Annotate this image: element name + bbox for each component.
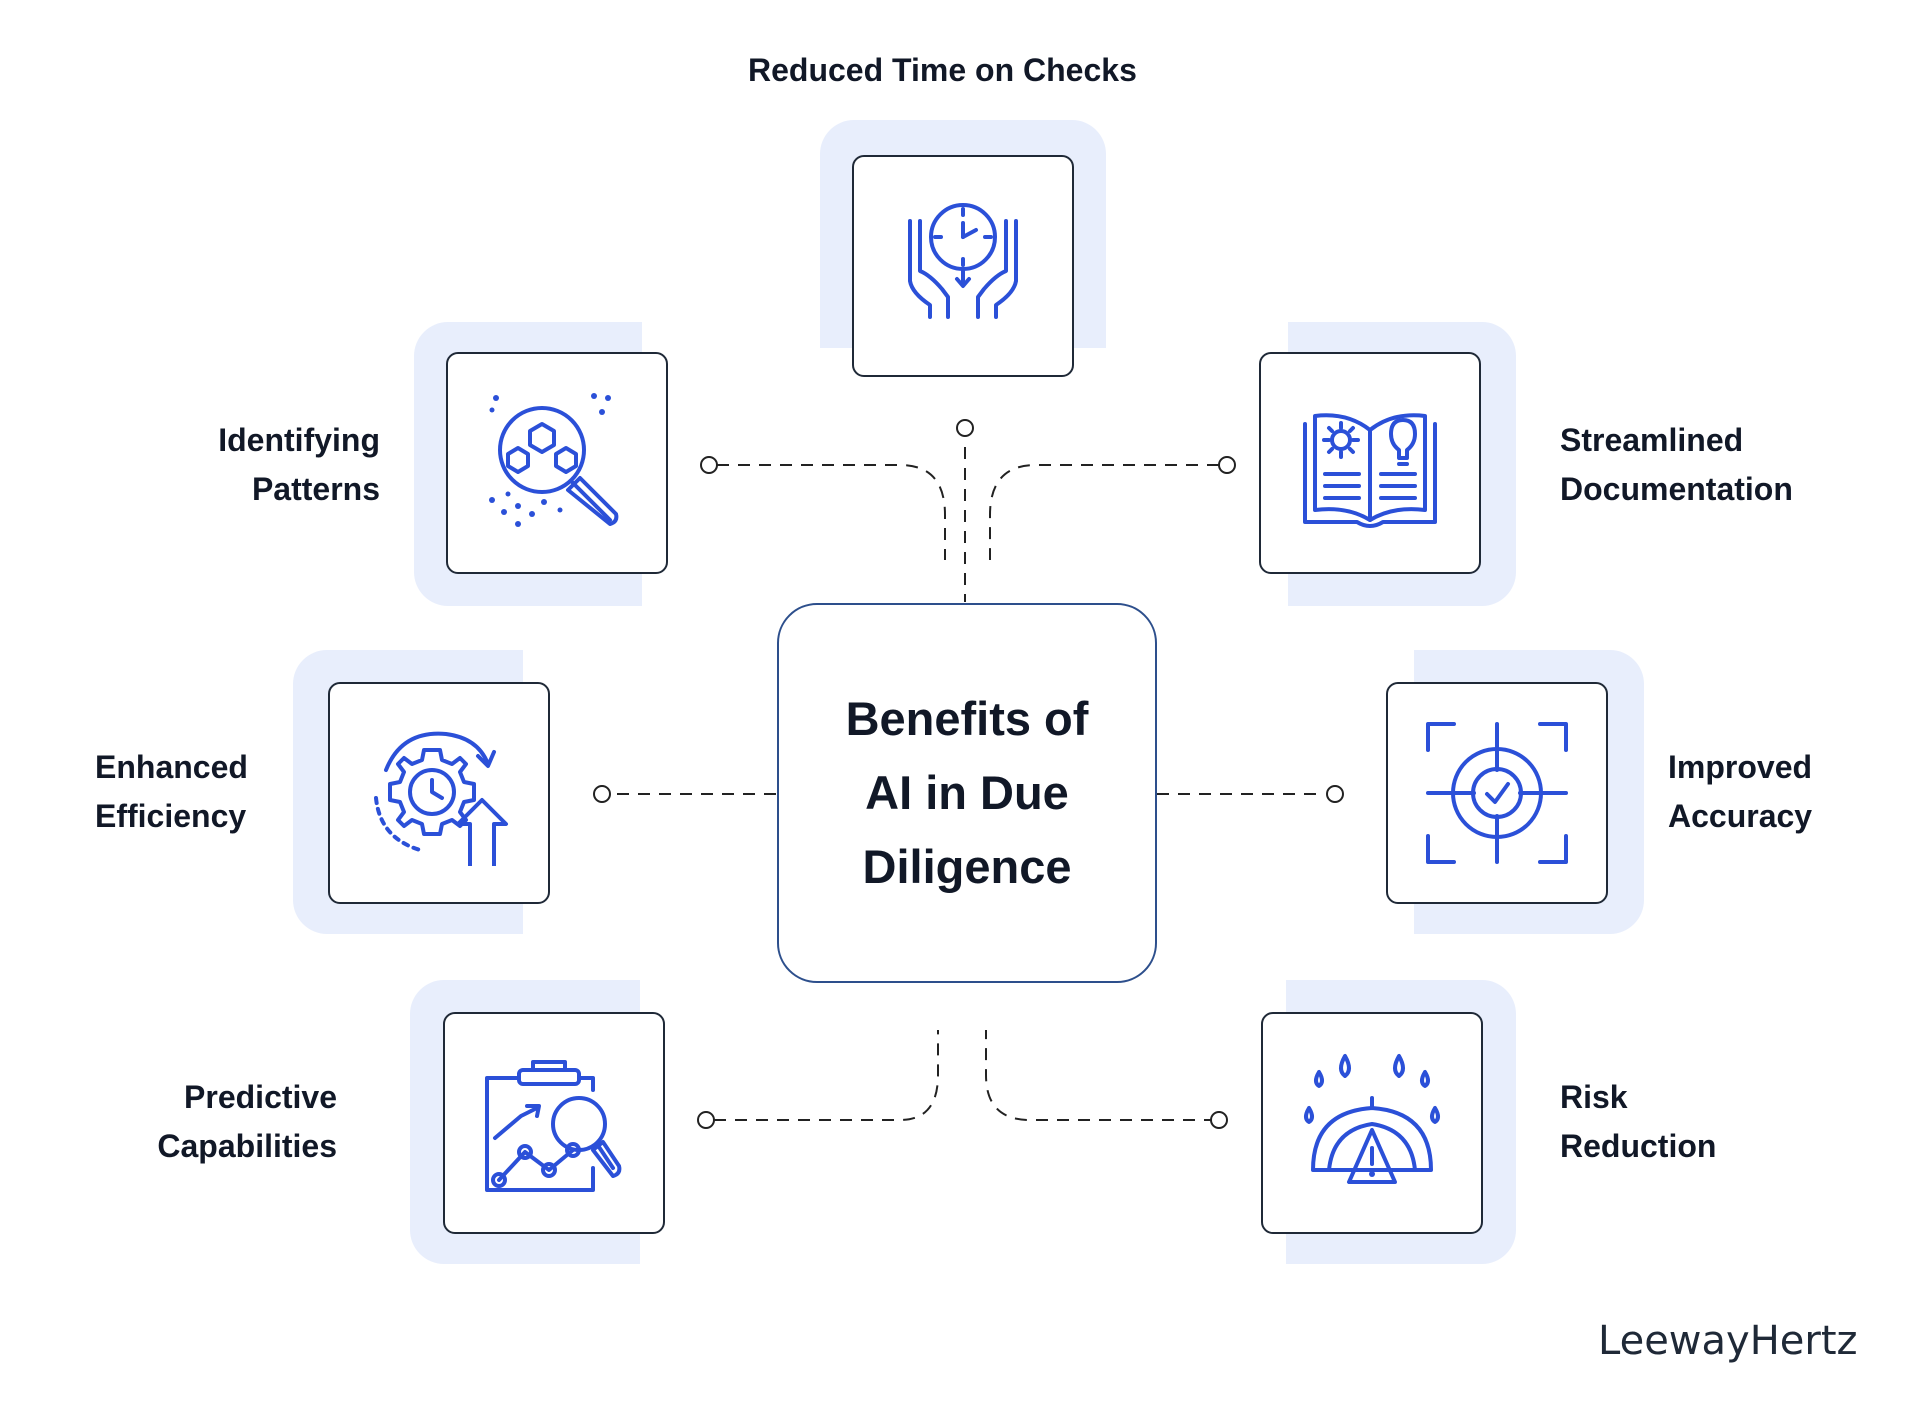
node-top-right (1218, 456, 1236, 474)
label-enhanced-efficiency: Enhanced Efficiency (95, 749, 248, 834)
connector-bottom-left (714, 1030, 939, 1121)
label-predictive-capabilities: Predictive Capabilities (157, 1079, 337, 1164)
card-predictive-capabilities (443, 1012, 665, 1234)
label-risk-reduction: Risk Reduction (1560, 1079, 1717, 1164)
card-enhanced-efficiency (328, 682, 550, 904)
center-node: Benefits of AI in Due Diligence (777, 603, 1157, 983)
node-mid-left (593, 785, 611, 803)
card-identifying-patterns (446, 352, 668, 574)
pattern-search-icon (489, 393, 619, 527)
open-book-gear-bulb-icon (1303, 413, 1437, 528)
target-check-icon (1426, 722, 1568, 864)
card-streamlined-documentation (1259, 352, 1481, 574)
brand-logo: LeewayHertz (1598, 1318, 1858, 1364)
node-mid-right (1326, 785, 1344, 803)
node-top-left (700, 456, 718, 474)
label-improved-accuracy: Improved Accuracy (1668, 749, 1813, 834)
label-identifying-patterns: Identifying Patterns (218, 422, 380, 507)
connector-top-right (989, 464, 1219, 560)
node-top (956, 419, 974, 437)
label-streamlined-documentation: Streamlined Documentation (1560, 422, 1793, 507)
umbrella-warning-icon (1304, 1054, 1440, 1184)
node-bottom-left (697, 1111, 715, 1129)
card-improved-accuracy (1386, 682, 1608, 904)
label-reduced-time: Reduced Time on Checks (748, 52, 1137, 88)
gear-clock-arrow-icon (374, 731, 508, 866)
connector-bottom-right (985, 1030, 1216, 1121)
connector-top-left (717, 464, 946, 560)
card-risk-reduction (1261, 1012, 1483, 1234)
clipboard-chart-icon (485, 1060, 622, 1192)
hands-clock-icon (908, 203, 1018, 319)
card-reduced-time (852, 155, 1074, 377)
node-bottom-right (1210, 1111, 1228, 1129)
center-title: Benefits of AI in Due Diligence (845, 692, 1089, 893)
